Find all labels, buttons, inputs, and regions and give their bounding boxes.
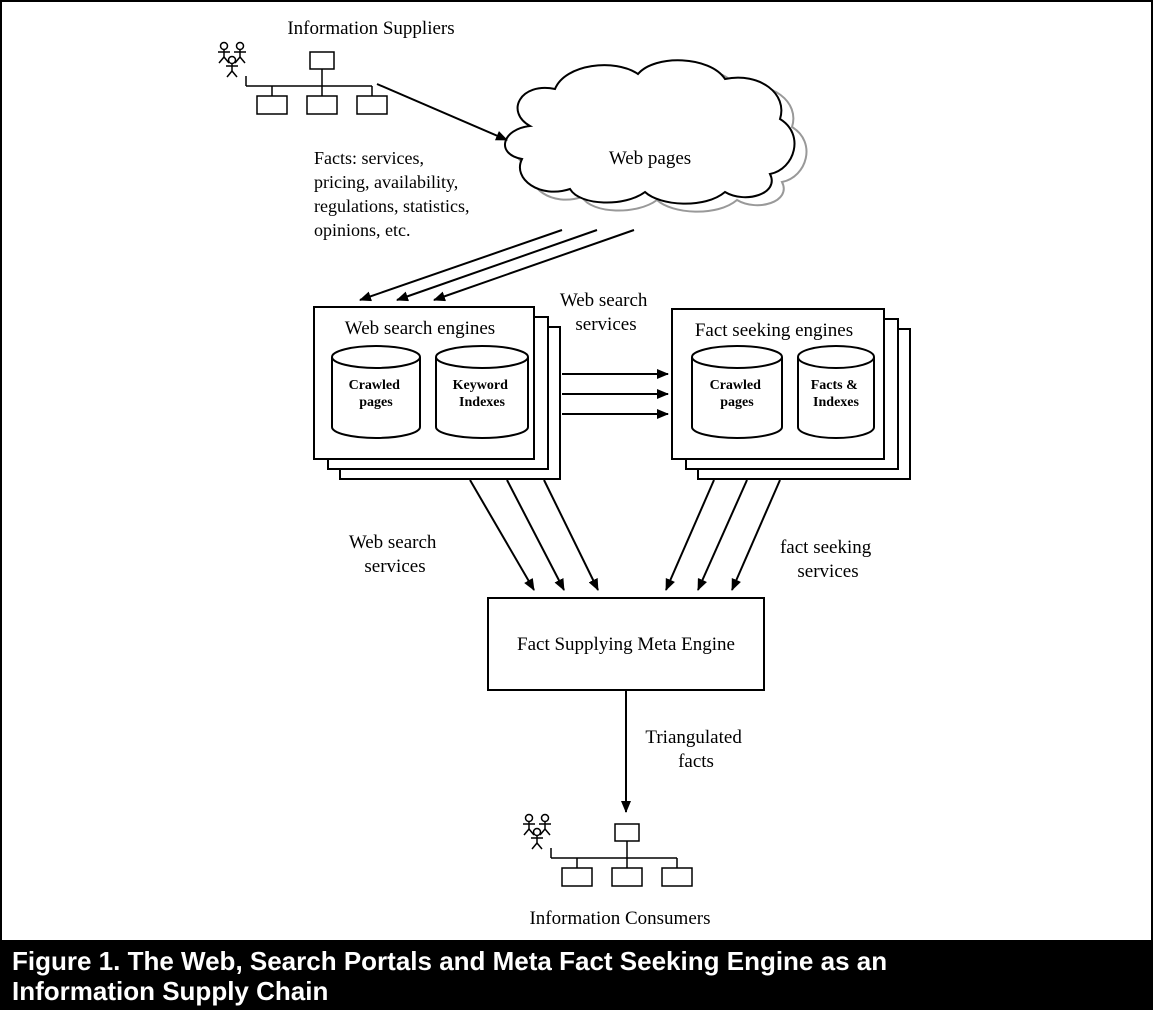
facts-label: Facts: services, pricing, availability, … — [314, 148, 474, 240]
web-search-engines-title: Web search engines — [345, 318, 495, 339]
keyword-indexes-label: Keyword Indexes — [453, 378, 512, 410]
consumers-label: Information Consumers — [529, 908, 710, 929]
web-search-services-bottom-label: Web search services — [349, 532, 441, 577]
arrows-search-to-fact — [562, 369, 669, 419]
triangulated-facts-label: Triangulated facts — [645, 727, 746, 772]
consumers-org-icon — [523, 815, 692, 887]
web-pages-cloud — [504, 59, 808, 213]
caption-line-1: Figure 1. The Web, Search Portals and Me… — [12, 946, 888, 976]
suppliers-org-icon — [218, 43, 387, 115]
arrows-fact-to-meta — [665, 479, 781, 591]
keyword-indexes-db — [435, 345, 529, 439]
arrow-suppliers-to-web — [376, 83, 508, 141]
facts-indexes-db — [797, 345, 875, 439]
crawled-pages-label: Crawled pages — [349, 378, 404, 410]
caption-line-2: Information Supply Chain — [12, 976, 329, 1006]
fact-seeking-engines-title: Fact seeking engines — [695, 320, 853, 341]
meta-engine-box — [487, 597, 765, 691]
fact-seeking-services-label: fact seeking services — [780, 537, 876, 582]
fact-crawled-pages-label: Crawled pages — [710, 378, 765, 410]
facts-indexes-label: Facts & Indexes — [811, 378, 862, 410]
arrows-cloud-to-search — [359, 229, 635, 302]
supply-chain-diagram: Information Suppliers Web pages Facts: s… — [2, 18, 911, 929]
web-search-services-top-label: Web search services — [560, 290, 652, 335]
arrows-search-to-meta — [469, 479, 599, 591]
fact-crawled-pages-db — [691, 345, 783, 439]
cloud-label: Web pages — [609, 148, 691, 169]
figure-caption: Figure 1. The Web, Search Portals and Me… — [0, 940, 1153, 1010]
suppliers-label: Information Suppliers — [287, 18, 454, 39]
crawled-pages-db — [331, 345, 421, 439]
meta-engine-label: Fact Supplying Meta Engine — [517, 634, 735, 655]
